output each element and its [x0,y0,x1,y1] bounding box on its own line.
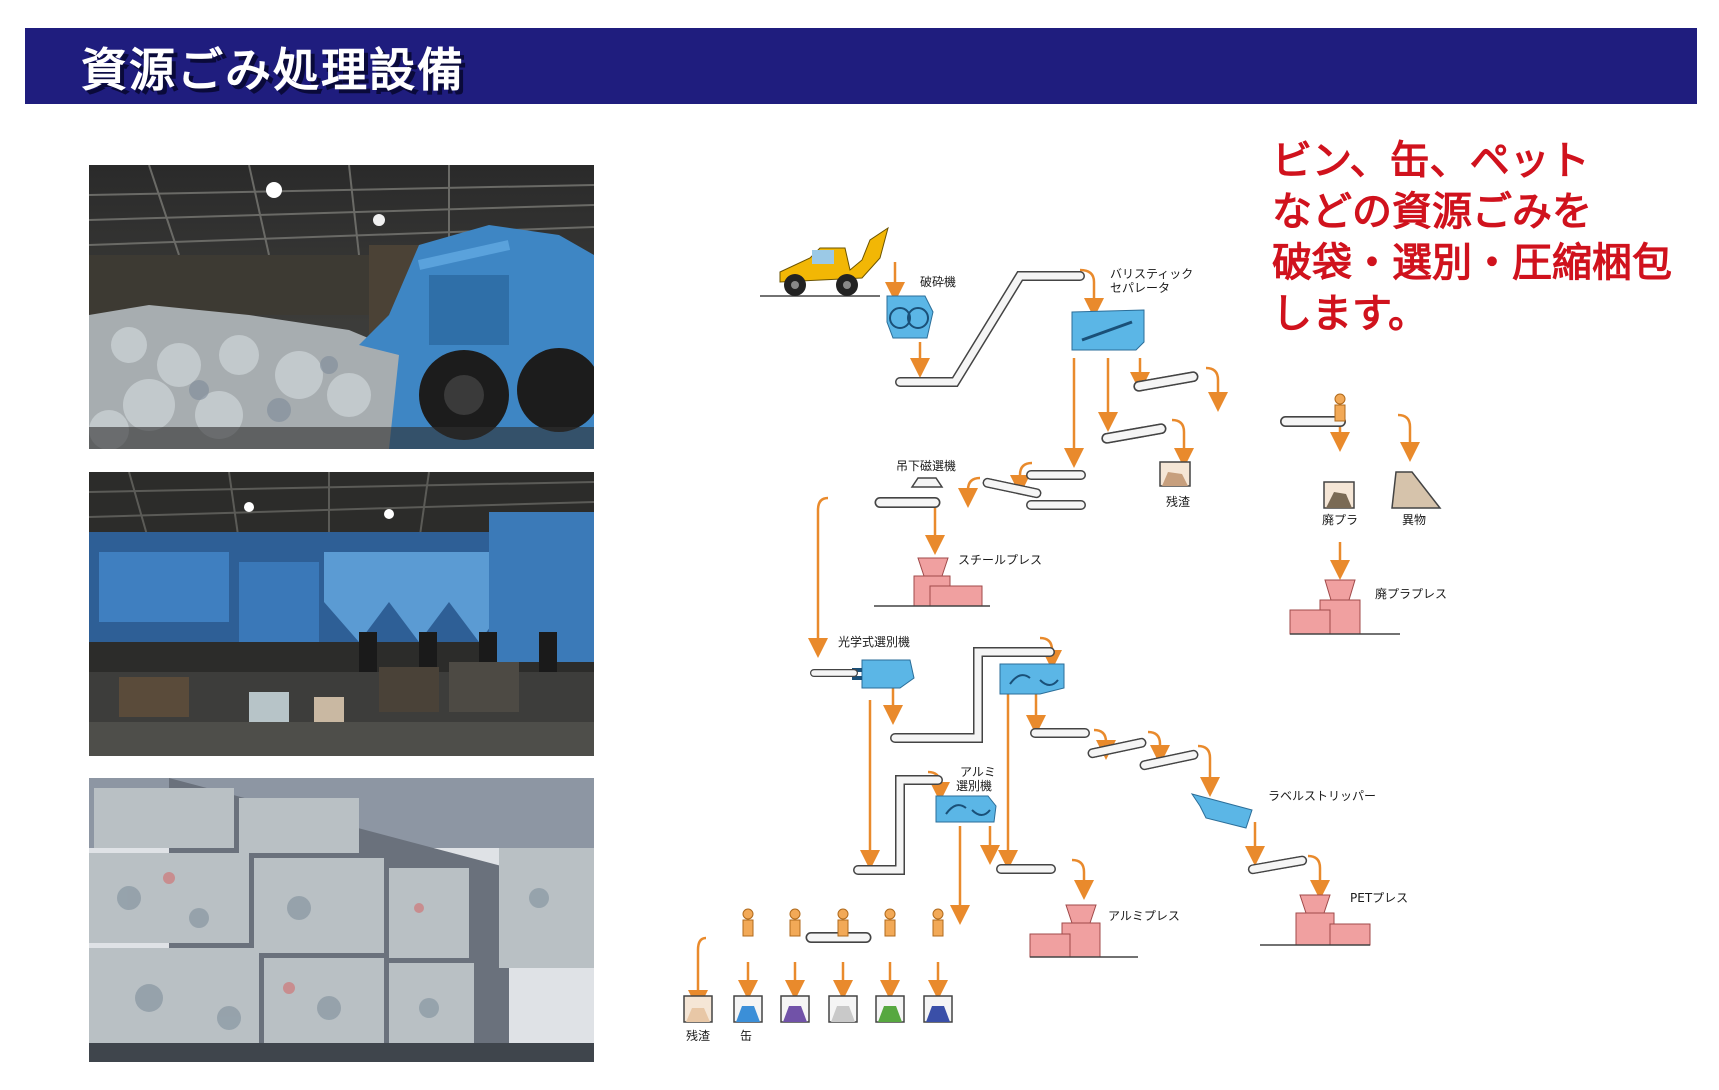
magnetic-separator [910,477,944,488]
label-ballistic-2: セパレータ [1110,281,1170,295]
photo-loader-in-waste-pit [89,165,594,449]
label-crusher: 破砕機 [920,274,956,289]
label-bottom-can: 缶 [740,1029,752,1043]
label-aluminum-press: アルミプレス [1108,909,1180,923]
waste-plastic-bin [1323,481,1355,509]
label-bottom-residue: 残渣 [686,1029,710,1043]
optical-sorter-machine [852,659,915,689]
headline-line-2: などの資源ごみを [1272,189,1592,235]
label-optical: 光学式選別機 [838,634,910,649]
label-magnet: 吊下磁選機 [896,458,956,473]
label-foreign: 異物 [1402,513,1426,527]
process-flow-diagram: 破砕機 バリスティック セパレータ 吊下磁選機 残渣 廃プラ 異物 スチールプレ… [680,215,1700,1079]
ballistic-separator-machine [1071,309,1145,351]
label-residue: 残渣 [1166,495,1190,509]
headline-line-3: 破袋・選別・圧縮梱包 [1272,240,1672,286]
label-ballistic-1: バリスティック [1110,267,1193,281]
label-label-stripper: ラベルストリッパー [1268,789,1376,803]
label-stripper-machine [1190,793,1253,829]
collection-bins [683,995,953,1023]
steel-press-machine [874,557,990,607]
pet-press-machine [1260,894,1371,946]
worker-icon [1334,393,1346,422]
label-waste-plastic: 廃プラ [1322,512,1358,527]
page-title: 資源ごみ処理設備 [81,43,465,97]
aluminum-press-machine [1029,904,1138,958]
crusher-machine [886,295,934,339]
secondary-sorter-machine [999,663,1065,695]
label-aluminum-2: 選別機 [956,778,992,793]
residue-bin-1 [1159,461,1191,487]
waste-plastic-press-machine [1289,579,1400,635]
aluminum-sorter-machine [935,795,997,823]
label-plastic-press: 廃プラプレス [1375,586,1447,601]
headline-line-4: します。 [1272,291,1428,337]
photo-sorting-plant-interior [89,472,594,756]
headline-line-1: ビン、缶、ペット [1272,138,1590,184]
photo-compressed-bales [89,778,594,1062]
header-bar: 資源ごみ処理設備 [25,28,1697,104]
front-loader-icon [760,226,889,297]
label-steel-press: スチールプレス [958,553,1042,567]
label-pet-press: PETプレス [1350,891,1408,905]
sorting-workers [742,908,944,937]
headline-text: ビン、缶、ペット などの資源ごみを 破袋・選別・圧縮梱包 します。 [1272,136,1672,340]
label-aluminum-1: アルミ [960,765,996,779]
foreign-matter-pile [1391,471,1442,509]
